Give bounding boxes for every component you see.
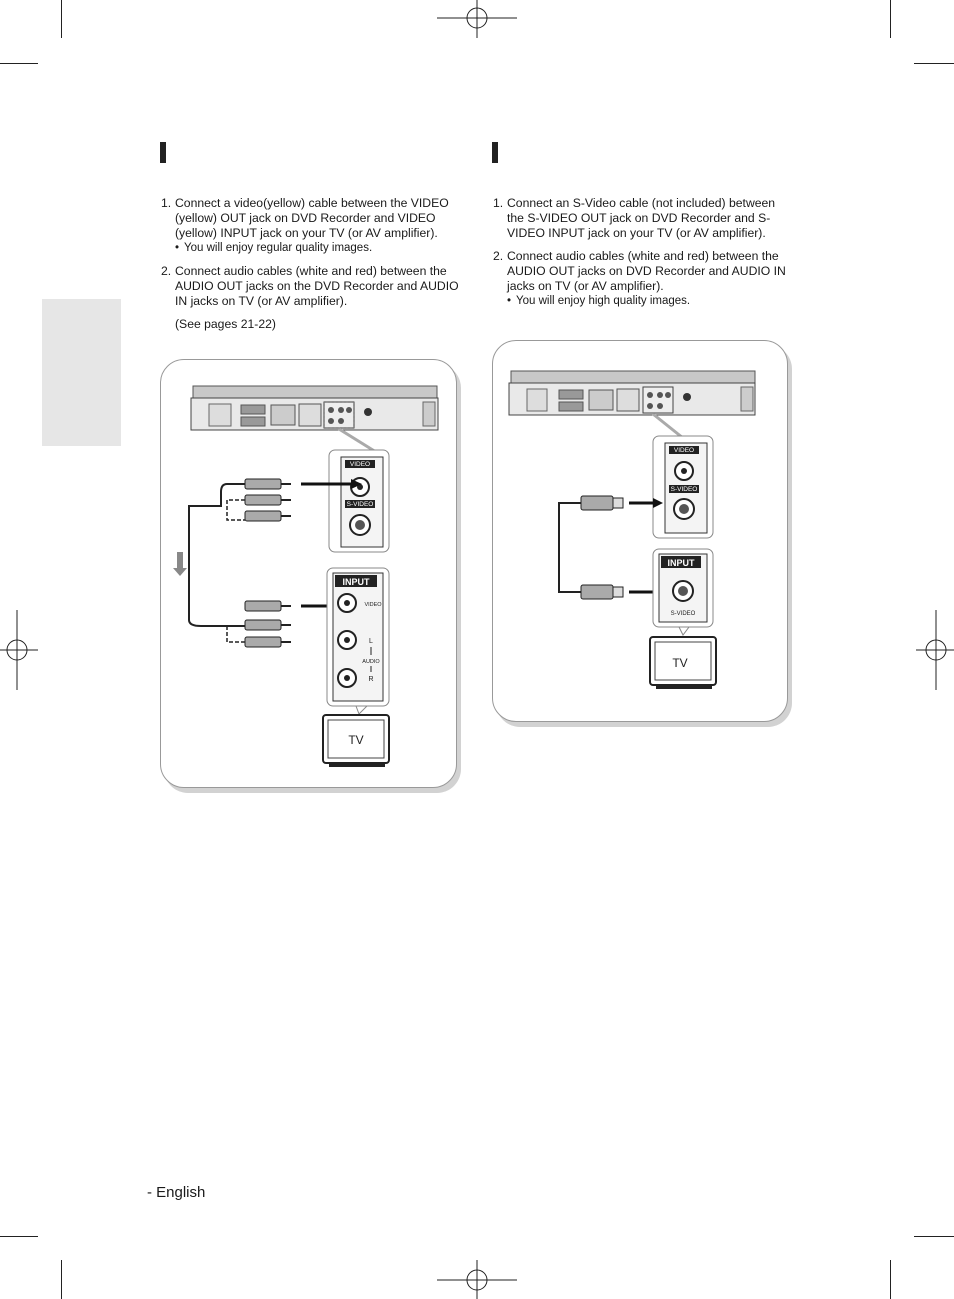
page-footer-language: - English [147, 1184, 206, 1201]
tv-input-zoom: INPUT VIDEO L AUDIO R [326, 567, 390, 715]
step-text: Connect audio cables (white and red) bet… [175, 264, 459, 308]
registration-mark-left [0, 610, 38, 690]
dvd-recorder-rear [190, 385, 439, 454]
step-item: 1. Connect a video(yellow) cable between… [161, 196, 461, 256]
input-video-label: VIDEO [364, 602, 382, 608]
step-number: 2. [161, 264, 172, 278]
right-connection-diagram: VIDEO S-VIDEO INPUT S-VIDEO [492, 340, 788, 722]
step-bullet: You will enjoy regular quality images. [175, 241, 461, 256]
right-instructions: 1. Connect an S-Video cable (not include… [493, 196, 795, 317]
svideo-jack-label: S-VIDEO [347, 501, 374, 508]
crop-mark [0, 63, 38, 64]
crop-mark [890, 1260, 891, 1299]
video-jack-label: VIDEO [674, 447, 694, 454]
step-item: 2. Connect audio cables (white and red) … [161, 264, 461, 309]
registration-mark-bottom [437, 1260, 517, 1299]
left-connection-diagram: VIDEO S-VIDEO [160, 359, 457, 788]
input-svideo-label: S-VIDEO [671, 611, 696, 617]
rca-cable-bundle-in [226, 600, 344, 648]
video-jack-label: VIDEO [350, 461, 370, 468]
crop-mark [914, 63, 954, 64]
crop-mark [61, 0, 62, 38]
section-heading-marker [160, 142, 166, 163]
step-item: 2. Connect audio cables (white and red) … [493, 249, 795, 309]
step-number: 1. [493, 196, 504, 210]
audio-label: AUDIO [362, 659, 380, 665]
tv-input-label: INPUT [668, 558, 696, 568]
step-bullet: You will enjoy high quality images. [507, 294, 795, 309]
tv-icon: TV [649, 636, 717, 689]
audio-left-label: L [369, 638, 373, 645]
left-instructions: 1. Connect a video(yellow) cable between… [161, 196, 461, 332]
arrow-down-icon [173, 552, 187, 576]
tv-label: TV [348, 733, 363, 747]
right-diagram-drawing: VIDEO S-VIDEO INPUT S-VIDEO [508, 370, 756, 689]
output-jack-zoom: VIDEO S-VIDEO [328, 449, 390, 553]
tv-label: TV [672, 656, 687, 670]
page-reference-note: (See pages 21-22) [175, 317, 276, 331]
registration-mark-right [916, 610, 954, 690]
step-number: 2. [493, 249, 504, 263]
rca-cable-bundle-out [188, 478, 362, 627]
audio-right-label: R [368, 676, 373, 683]
crop-mark [914, 1236, 954, 1237]
output-jack-zoom: VIDEO S-VIDEO [652, 435, 714, 539]
tv-input-zoom: INPUT S-VIDEO [652, 548, 714, 636]
step-number: 1. [161, 196, 172, 210]
tv-input-label: INPUT [343, 577, 371, 587]
step-text: Connect an S-Video cable (not included) … [507, 196, 776, 240]
left-diagram-drawing: VIDEO S-VIDEO [173, 385, 439, 767]
svideo-cable [558, 495, 663, 600]
crop-mark [0, 1236, 38, 1237]
step-item: 1. Connect an S-Video cable (not include… [493, 196, 795, 241]
tv-icon: TV [322, 714, 390, 767]
svideo-jack-label: S-VIDEO [671, 486, 698, 493]
side-tab [42, 299, 121, 446]
crop-mark [61, 1260, 62, 1299]
registration-mark-top [437, 0, 517, 38]
section-heading-marker [492, 142, 498, 163]
crop-mark [890, 0, 891, 38]
step-text: Connect a video(yellow) cable between th… [175, 196, 449, 240]
step-text: Connect audio cables (white and red) bet… [507, 249, 786, 293]
dvd-recorder-rear [508, 370, 756, 440]
